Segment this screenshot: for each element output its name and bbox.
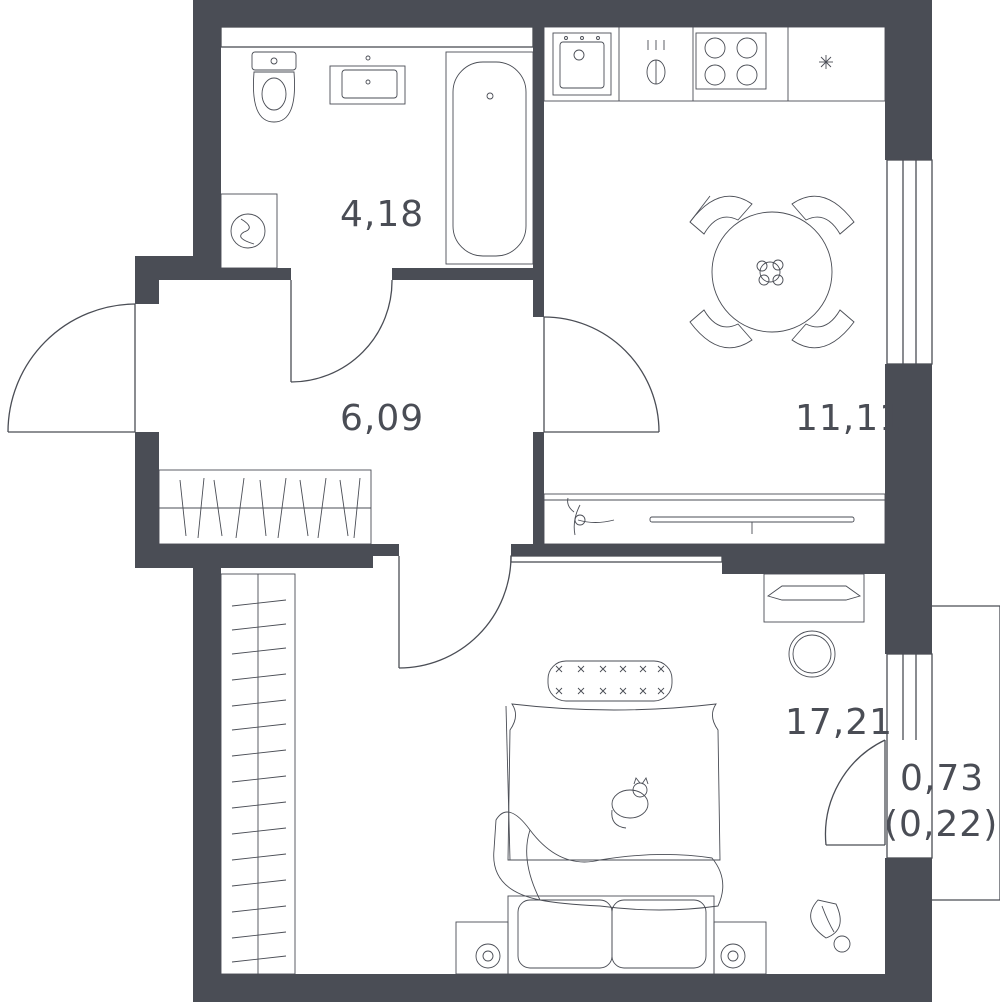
- flower-icon: [756, 259, 784, 286]
- wall-right-middle: [885, 364, 932, 654]
- windows: [220, 0, 933, 859]
- wall-kitchen-bedroom-thick: [722, 544, 932, 574]
- wall-bath-bottom-right: [392, 268, 544, 280]
- wall-bottom: [193, 974, 885, 1002]
- sink-icon: [329, 55, 406, 105]
- doors: [7, 279, 660, 669]
- plant-icon: [567, 497, 615, 536]
- washing-machine-icon: [220, 193, 278, 269]
- nightstand-right: [713, 921, 767, 975]
- window-bath-top: [220, 26, 534, 48]
- wall-hall-kitchen-lower: [533, 432, 544, 556]
- wall-bedroom-left: [193, 544, 221, 1002]
- chair-icon: [689, 195, 855, 349]
- wall-bath-bottom-left: [221, 268, 291, 280]
- bathroom-door: [290, 279, 393, 383]
- wall-bath-left: [193, 0, 221, 262]
- fridge-snowflake-icon: [819, 55, 833, 69]
- tv-stand-icon: [543, 493, 886, 545]
- desk-icon: [763, 573, 865, 623]
- wall-right-upper: [885, 0, 932, 160]
- kitchen-area-label: 11,11: [795, 398, 903, 439]
- window-interior-strip: [510, 555, 723, 563]
- hallway-wardrobe: [158, 469, 372, 545]
- bench-icon: [547, 660, 673, 702]
- window-bedroom-right: [886, 653, 933, 859]
- bathroom-area-label: 4,18: [340, 194, 424, 235]
- toilet-icon: [251, 51, 297, 123]
- wall-right-lower: [885, 858, 932, 1002]
- bedroom-wardrobe: [220, 573, 296, 975]
- bathroom-fixtures: [220, 51, 534, 269]
- faucet-icon: [646, 40, 666, 85]
- balcony-area-label: 0,73: [900, 758, 984, 799]
- hallway-area-label: 6,09: [340, 398, 424, 439]
- balcony: [824, 605, 1000, 901]
- wall-kitchen-bedroom-left: [373, 544, 399, 556]
- kitchen-sink-icon: [552, 32, 612, 96]
- kitchen-fixtures: [543, 26, 886, 102]
- wall-hall-left-stub: [135, 256, 159, 304]
- bedroom-door: [398, 555, 512, 669]
- entrance-door: [7, 303, 136, 433]
- bathtub-icon: [445, 51, 534, 265]
- bedroom-area-label: 17,21: [785, 702, 893, 743]
- walls: [135, 0, 932, 1002]
- wall-bath-kitchen: [533, 27, 544, 317]
- wall-hall-bottom-left: [135, 544, 373, 568]
- bedroom-plant-icon: [810, 899, 851, 953]
- window-kitchen-right: [886, 159, 933, 365]
- cooktop-icon: [695, 32, 767, 90]
- balcony-reduced-area-label: (0,22): [884, 804, 998, 845]
- cat-icon: [611, 776, 649, 829]
- wall-top-mid: [408, 0, 544, 27]
- dining-table-icon: [689, 195, 855, 349]
- wall-top: [193, 0, 932, 27]
- kitchen-door: [543, 316, 660, 433]
- stool-icon: [788, 630, 836, 678]
- nightstand-left: [455, 921, 509, 975]
- bed-icon: [493, 703, 724, 975]
